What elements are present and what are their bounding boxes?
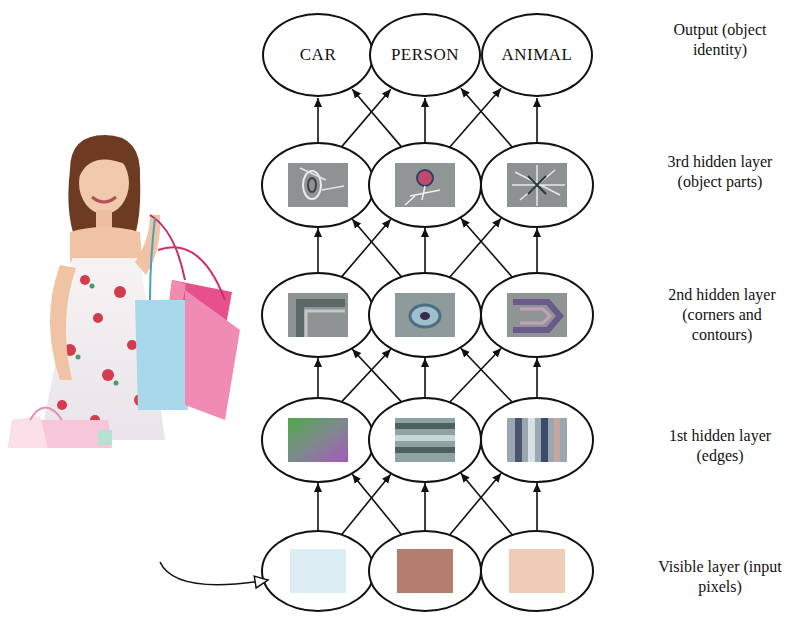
part-filters <box>288 163 567 207</box>
input-pixels <box>290 549 565 593</box>
layer-link <box>317 228 319 273</box>
layer-unit <box>262 143 374 227</box>
layer-unit <box>481 143 593 227</box>
layer-link <box>461 473 513 535</box>
edge-filters <box>288 418 567 462</box>
layer-link <box>536 358 538 398</box>
layer-link <box>342 349 391 402</box>
layer-link <box>352 89 401 147</box>
layer-unit <box>481 273 593 357</box>
layer-link <box>352 474 401 534</box>
input-arrow <box>160 562 268 585</box>
shopper-illustration <box>8 135 240 448</box>
layer-label: Visible layer (input pixels) <box>656 557 784 597</box>
class-name: CAR <box>300 45 336 65</box>
layer-label: 1st hidden layer (edges) <box>656 426 784 466</box>
output-class-circle: PERSON <box>369 13 481 97</box>
layer-link <box>424 358 426 398</box>
layer-link <box>424 483 426 531</box>
layer-link <box>342 219 391 277</box>
layer-link <box>450 218 502 277</box>
layer-label: 2nd hidden layer (corners and contours) <box>658 285 786 345</box>
layer-unit <box>369 143 481 227</box>
layer-link <box>461 88 513 147</box>
layer-link <box>461 218 513 277</box>
contour-filters <box>288 293 567 337</box>
output-class-circle: CAR <box>262 13 374 97</box>
layer-unit <box>369 398 481 482</box>
layer-unit <box>369 273 481 357</box>
layer-unit <box>262 273 374 357</box>
layer-unit <box>481 531 593 611</box>
layer-unit <box>481 398 593 482</box>
layer-link <box>317 98 319 143</box>
layer-link <box>461 348 513 402</box>
layer-link <box>317 483 319 531</box>
layer-link <box>536 228 538 273</box>
class-name: ANIMAL <box>502 45 573 65</box>
layer-link <box>536 483 538 531</box>
class-name: PERSON <box>391 45 459 65</box>
layer-link <box>536 98 538 143</box>
layer-label: 3rd hidden layer (object parts) <box>645 152 795 192</box>
layer-link <box>352 349 401 402</box>
layer-link <box>424 98 426 143</box>
layer-link <box>342 474 391 534</box>
layer-link <box>342 89 391 147</box>
layer-link <box>317 358 319 398</box>
layer-link <box>450 348 502 402</box>
layer-unit <box>262 531 374 611</box>
layer-circles <box>262 143 593 611</box>
output-class-circle: ANIMAL <box>481 13 593 97</box>
layer-unit <box>262 398 374 482</box>
layer-link <box>424 228 426 273</box>
layer-label: Output (object identity) <box>655 20 785 60</box>
layer-link <box>352 219 401 277</box>
layer-link <box>450 88 502 147</box>
layer-unit <box>369 531 481 611</box>
layer-link <box>450 473 502 535</box>
